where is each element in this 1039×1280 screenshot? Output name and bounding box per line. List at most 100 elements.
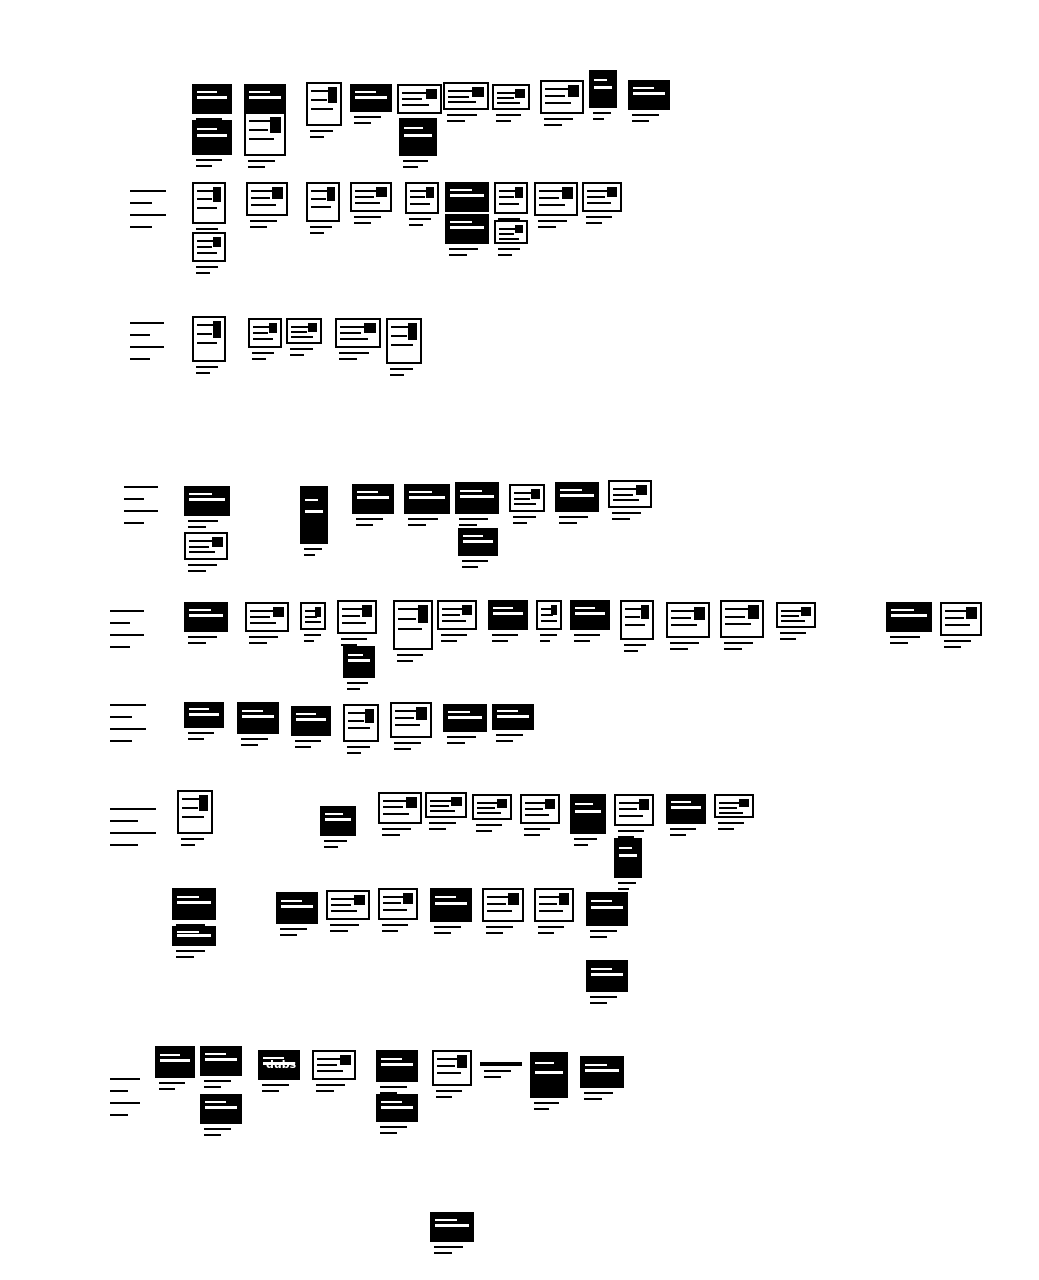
- screen-thumbnail[interactable]: [378, 888, 418, 920]
- screen-thumbnail[interactable]: [437, 600, 477, 630]
- screen-thumbnail[interactable]: [666, 602, 710, 638]
- screen-thumbnail[interactable]: [350, 182, 392, 212]
- screen-thumbnail[interactable]: [192, 120, 232, 155]
- screen-thumbnail[interactable]: [494, 182, 528, 214]
- screen-thumbnail[interactable]: [291, 706, 331, 736]
- screen-thumbnail[interactable]: [350, 84, 392, 112]
- screen-thumbnail[interactable]: [386, 318, 422, 364]
- screen-thumbnail[interactable]: [343, 704, 379, 742]
- screen-thumbnail[interactable]: [343, 646, 375, 678]
- screen-thumbnail[interactable]: [246, 182, 288, 216]
- screen-thumbnail[interactable]: [300, 486, 328, 544]
- screen-thumbnail[interactable]: [172, 888, 216, 920]
- thumbnail-detail: [450, 189, 472, 192]
- screen-thumbnail[interactable]: [177, 790, 213, 834]
- screen-thumbnail[interactable]: [184, 602, 228, 632]
- screen-thumbnail[interactable]: [482, 888, 524, 922]
- screen-thumbnail[interactable]: [192, 316, 226, 362]
- screen-thumbnail[interactable]: [608, 480, 652, 508]
- screen-thumbnail[interactable]: [582, 182, 622, 212]
- screen-thumbnail[interactable]: [390, 702, 432, 738]
- screen-thumbnail[interactable]: [589, 70, 617, 108]
- screen-thumbnail[interactable]: [570, 794, 606, 834]
- screen-thumbnail[interactable]: [320, 806, 356, 836]
- screen-thumbnail[interactable]: [480, 1062, 522, 1066]
- screen-thumbnail[interactable]: [443, 704, 487, 732]
- screen-thumbnail[interactable]: [192, 182, 226, 224]
- screen-thumbnail[interactable]: [172, 926, 216, 946]
- screen-thumbnail[interactable]: [248, 318, 282, 348]
- screen-thumbnail[interactable]: [376, 1094, 418, 1122]
- screen-thumbnail[interactable]: [492, 84, 530, 110]
- screen-thumbnail[interactable]: [488, 600, 528, 630]
- screen-thumbnail[interactable]: [586, 960, 628, 992]
- screen-thumbnail[interactable]: [886, 602, 932, 632]
- screen-thumbnail[interactable]: [628, 80, 670, 110]
- screen-thumbnail[interactable]: [192, 232, 226, 262]
- screen-thumbnail[interactable]: [326, 890, 370, 920]
- screen-thumbnail[interactable]: [376, 1050, 418, 1082]
- screen-thumbnail[interactable]: [472, 794, 512, 820]
- thumbnail-caption: [574, 634, 600, 636]
- screen-thumbnail[interactable]: [455, 482, 499, 514]
- screen-thumbnail[interactable]: [155, 1046, 195, 1078]
- screen-thumbnail[interactable]: [540, 80, 584, 114]
- screen-thumbnail[interactable]: [244, 84, 286, 112]
- screen-thumbnail[interactable]: [337, 600, 377, 634]
- screen-thumbnail[interactable]: [192, 84, 232, 114]
- screen-thumbnail[interactable]: [306, 82, 342, 126]
- screen-thumbnail[interactable]: [520, 794, 560, 824]
- screen-thumbnail[interactable]: [720, 600, 764, 638]
- screen-thumbnail[interactable]: [458, 528, 498, 556]
- screen-thumbnail[interactable]: [430, 888, 472, 922]
- screen-thumbnail[interactable]: [494, 220, 528, 244]
- screen-thumbnail[interactable]: [555, 482, 599, 512]
- screen-thumbnail[interactable]: [580, 1056, 624, 1088]
- screen-thumbnail[interactable]: [404, 484, 450, 514]
- screen-thumbnail[interactable]: [536, 600, 562, 630]
- screen-thumbnail[interactable]: [940, 602, 982, 636]
- screen-thumbnail[interactable]: [432, 1050, 472, 1086]
- screen-thumbnail[interactable]: [352, 484, 394, 514]
- screen-thumbnail[interactable]: [614, 794, 654, 826]
- screen-thumbnail[interactable]: [443, 82, 489, 110]
- screen-thumbnail[interactable]: [620, 600, 654, 640]
- screen-thumbnail[interactable]: [335, 318, 381, 348]
- screen-thumbnail[interactable]: [200, 1046, 242, 1076]
- screen-thumbnail[interactable]: [200, 1094, 242, 1124]
- screen-thumbnail[interactable]: [184, 702, 224, 728]
- screen-thumbnail[interactable]: [393, 600, 433, 650]
- thumbnail-detail: [619, 854, 637, 858]
- thumbnail-text-line: [613, 488, 640, 490]
- screen-thumbnail[interactable]: [530, 1052, 568, 1098]
- screen-thumbnail[interactable]: [300, 602, 326, 630]
- screen-thumbnail[interactable]: [534, 182, 578, 216]
- screen-thumbnail[interactable]: [286, 318, 322, 344]
- screen-thumbnail[interactable]: [258, 1050, 300, 1080]
- screen-thumbnail[interactable]: [184, 532, 228, 560]
- screen-thumbnail[interactable]: [570, 600, 610, 630]
- screen-thumbnail[interactable]: [666, 794, 706, 824]
- screen-thumbnail[interactable]: [306, 182, 340, 222]
- screen-thumbnail[interactable]: [312, 1050, 356, 1080]
- screen-thumbnail[interactable]: [378, 792, 422, 824]
- screen-thumbnail[interactable]: [425, 792, 467, 818]
- screen-thumbnail[interactable]: [445, 182, 489, 212]
- screen-thumbnail[interactable]: [245, 602, 289, 632]
- screen-thumbnail[interactable]: [776, 602, 816, 628]
- screen-thumbnail[interactable]: [714, 794, 754, 818]
- screen-thumbnail[interactable]: [237, 702, 279, 734]
- screen-thumbnail[interactable]: [509, 484, 545, 512]
- screen-thumbnail[interactable]: [399, 118, 437, 156]
- screen-thumbnail[interactable]: [492, 704, 534, 730]
- screen-thumbnail[interactable]: [276, 892, 318, 924]
- screen-thumbnail[interactable]: [586, 892, 628, 926]
- screen-thumbnail[interactable]: [244, 112, 286, 156]
- screen-thumbnail[interactable]: [397, 84, 442, 114]
- screen-thumbnail[interactable]: [445, 214, 489, 244]
- screen-thumbnail[interactable]: [614, 838, 642, 878]
- screen-thumbnail[interactable]: [534, 888, 574, 922]
- screen-thumbnail[interactable]: [405, 182, 439, 214]
- screen-thumbnail[interactable]: [184, 486, 230, 516]
- screen-thumbnail[interactable]: [430, 1212, 474, 1242]
